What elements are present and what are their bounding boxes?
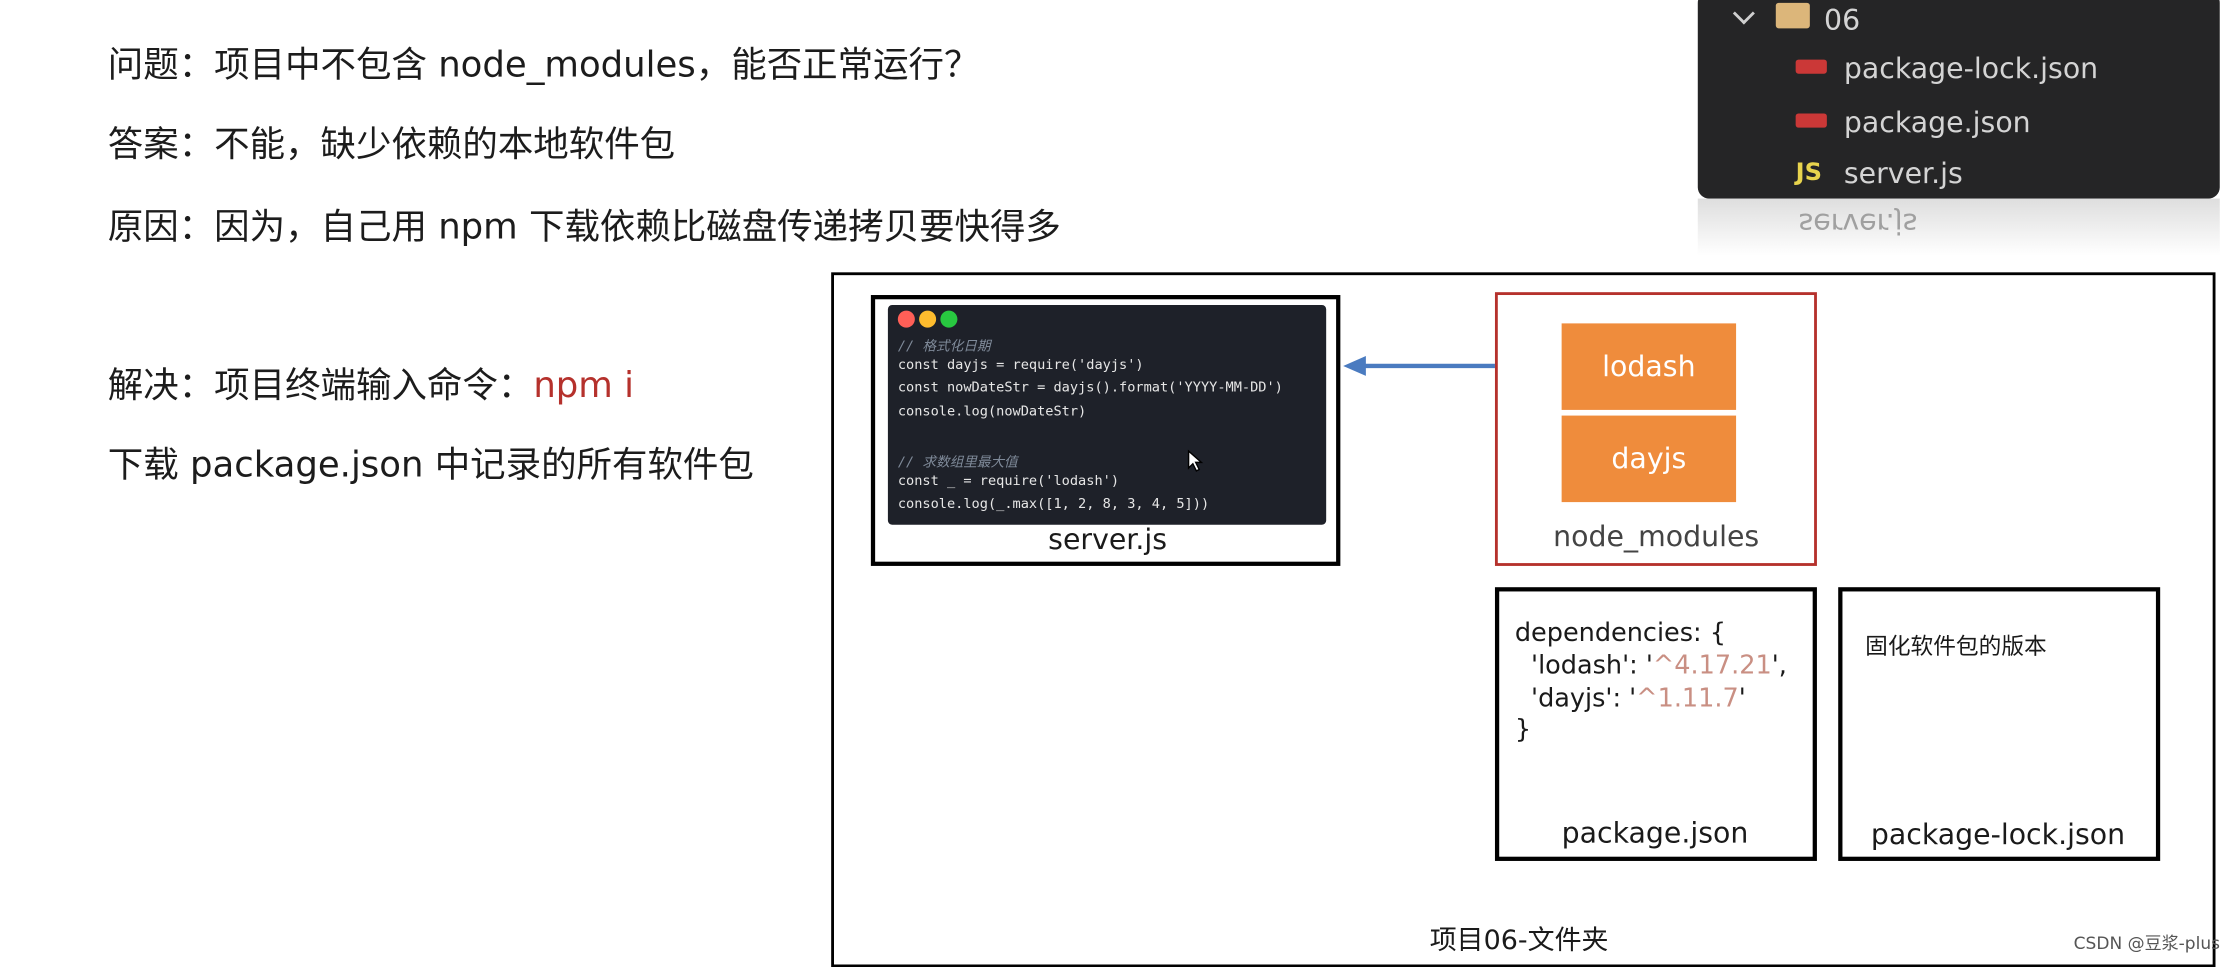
answer-text: 答案：不能，缺少依赖的本地软件包: [107, 123, 676, 165]
code-line: const _ = require('lodash'): [897, 473, 1120, 490]
npm-icon: [1795, 113, 1827, 128]
dayjs-dependency: 'dayjs': '^1.11.7': [1515, 684, 1746, 714]
code-line: console.log(_.max([1, 2, 8, 3, 4, 5])): [897, 496, 1210, 513]
explorer-file-server-js[interactable]: server.js: [1843, 156, 1963, 191]
code-window: [887, 304, 1327, 525]
watermark: CSDN @豆浆-plus: [2073, 933, 2220, 954]
node-modules-label: node_modules: [1553, 519, 1760, 554]
lodash-end: ',: [1771, 651, 1787, 681]
code-line: const nowDateStr = dayjs().format('YYYY-…: [897, 380, 1283, 396]
code-comment: // 格式化日期: [897, 338, 991, 355]
npm-install-command: npm i: [533, 364, 634, 406]
file-explorer-panel: [1697, 0, 2220, 199]
solution-text: 解决：项目终端输入命令：npm i: [108, 357, 634, 408]
panel-reflection: [1697, 198, 2220, 256]
mouse-cursor-icon: [1187, 449, 1204, 472]
maximize-dot-icon: [940, 310, 958, 328]
package-json-label: package.json: [1561, 815, 1749, 850]
reason-text: 原因：因为，自己用 npm 下载依赖比磁盘传递拷贝要快得多: [107, 205, 1061, 247]
explorer-folder-06[interactable]: 06: [1824, 2, 1861, 37]
js-file-icon: JS: [1795, 158, 1823, 188]
close-dot-icon: [897, 310, 915, 328]
question-text: 问题：项目中不包含 node_modules，能否正常运行？: [107, 43, 980, 86]
folder-icon: [1775, 2, 1810, 29]
code-line: console.log(nowDateStr): [897, 404, 1087, 420]
lodash-package: lodash: [1561, 323, 1737, 410]
code-line: const dayjs = require('dayjs'): [897, 357, 1144, 374]
arrow-left-icon: [1343, 356, 1522, 376]
folder-caption: 项目06-文件夹: [1429, 924, 1609, 956]
package-lock-note: 固化软件包的版本: [1865, 632, 2047, 660]
lodash-dependency: 'lodash': '^4.17.21',: [1515, 651, 1787, 681]
dayjs-package: dayjs: [1561, 415, 1737, 503]
solution-note: 下载 package.json 中记录的所有软件包: [107, 443, 754, 486]
lodash-key: 'lodash': ': [1514, 651, 1653, 681]
package-json-box: [1494, 587, 1817, 861]
explorer-file-package-lock[interactable]: package-lock.json: [1843, 51, 2099, 86]
dayjs-end: ': [1738, 683, 1746, 714]
package-lock-label: package-lock.json: [1870, 816, 2126, 852]
explorer-file-package-json[interactable]: package.json: [1843, 104, 2031, 140]
package-lock-box: [1838, 587, 2161, 861]
solution-prefix: 解决：项目终端输入命令：: [107, 364, 534, 406]
closing-brace: }: [1514, 714, 1532, 745]
dayjs-key: 'dayjs': ': [1514, 683, 1637, 714]
npm-icon: [1795, 59, 1827, 74]
server-js-label: server.js: [1048, 521, 1168, 557]
minimize-dot-icon: [919, 310, 937, 328]
dayjs-version: ^1.11.7: [1636, 683, 1739, 714]
lodash-version: ^4.17.21: [1652, 651, 1772, 681]
dependencies-line: dependencies: {: [1514, 618, 1727, 649]
code-comment: // 求数组里最大值: [897, 455, 1018, 471]
reflection-text: server.js: [1798, 207, 1918, 242]
